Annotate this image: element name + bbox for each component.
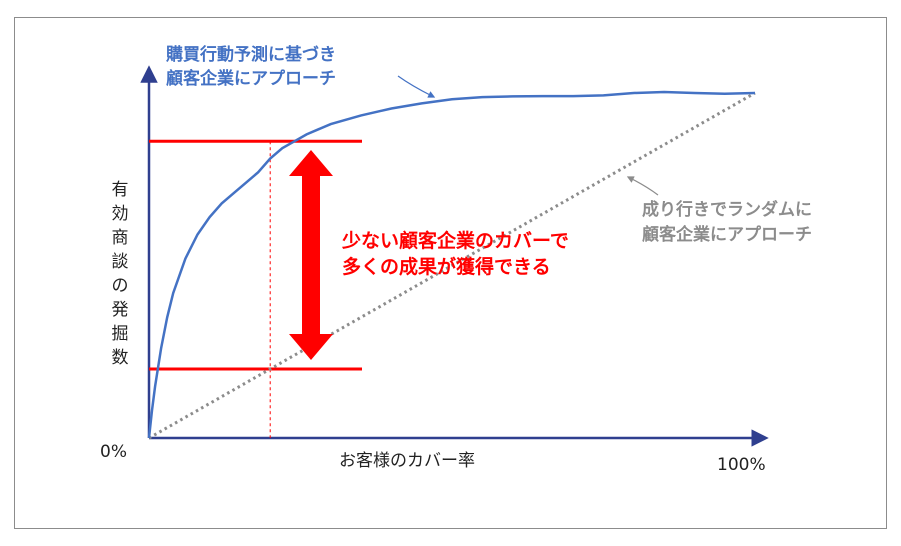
x-axis-title: お客様のカバー率: [339, 451, 475, 471]
chart-frame: [14, 17, 887, 529]
random-approach-line: [148, 91, 756, 440]
x-axis-max-label: 100%: [717, 455, 766, 475]
highlight-label-line-2: 多くの成果が獲得できる: [342, 255, 551, 278]
y-axis-title-char: 発: [112, 300, 129, 320]
model-label-pointer: [397, 75, 436, 98]
random-label-line-1: 成り行きでランダムに: [642, 199, 812, 220]
x-axis-min-label: 0%: [100, 442, 127, 462]
y-axis-title-char: 談: [112, 252, 129, 272]
y-axis-title-char: 有: [112, 180, 129, 200]
y-axis-title-char: 数: [112, 348, 129, 368]
improvement-double-arrow: [289, 150, 333, 360]
y-axis-title-char: の: [112, 276, 129, 296]
y-axis-title-char: 効: [112, 204, 129, 224]
model-prediction-curve: [147, 90, 756, 439]
model-label-line-2: 顧客企業にアプローチ: [166, 68, 336, 89]
y-axis-title-char: 掘: [112, 324, 129, 344]
model-label-line-1: 購買行動予測に基づき: [166, 44, 336, 65]
y-axis-title-char: 商: [112, 228, 129, 248]
highlight-label-line-1: 少ない顧客企業のカバーで: [341, 229, 569, 252]
random-label-line-2: 顧客企業にアプローチ: [642, 224, 812, 245]
random-label-pointer: [626, 176, 659, 196]
